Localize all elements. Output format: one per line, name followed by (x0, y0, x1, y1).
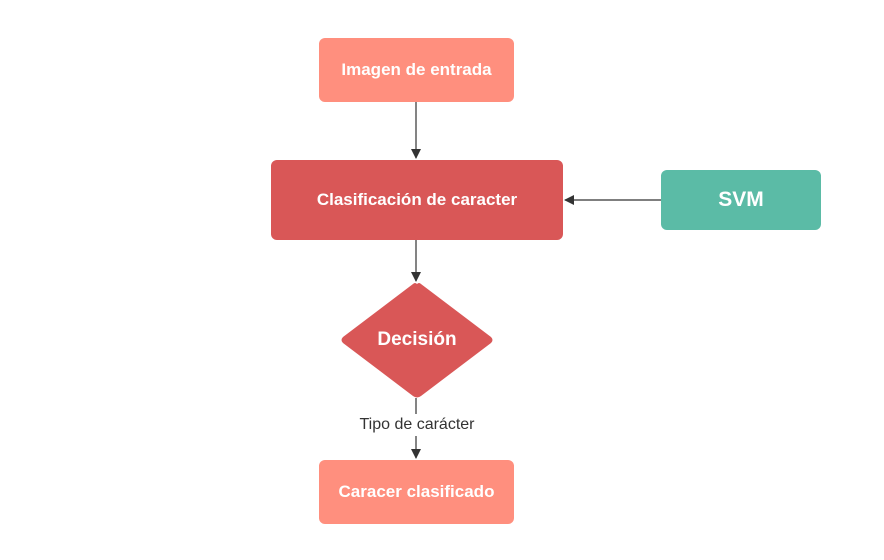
node-classified-character: Caracer clasificado (319, 460, 514, 524)
node-input-image-label: Imagen de entrada (341, 60, 492, 79)
node-decision: Decisión (339, 282, 495, 398)
node-decision-label: Decisión (377, 329, 457, 350)
node-character-classification-label: Clasificación de caracter (316, 190, 518, 209)
node-svm: SVM (661, 170, 821, 230)
node-character-classification: Clasificación de caracter (271, 160, 563, 240)
decision-diamond-shape (341, 283, 493, 398)
edge-label-character-type: Tipo de carácter (340, 414, 494, 436)
node-classified-character-label: Caracer clasificado (338, 482, 495, 501)
node-input-image: Imagen de entrada (319, 38, 514, 102)
node-svm-label: SVM (718, 188, 764, 211)
